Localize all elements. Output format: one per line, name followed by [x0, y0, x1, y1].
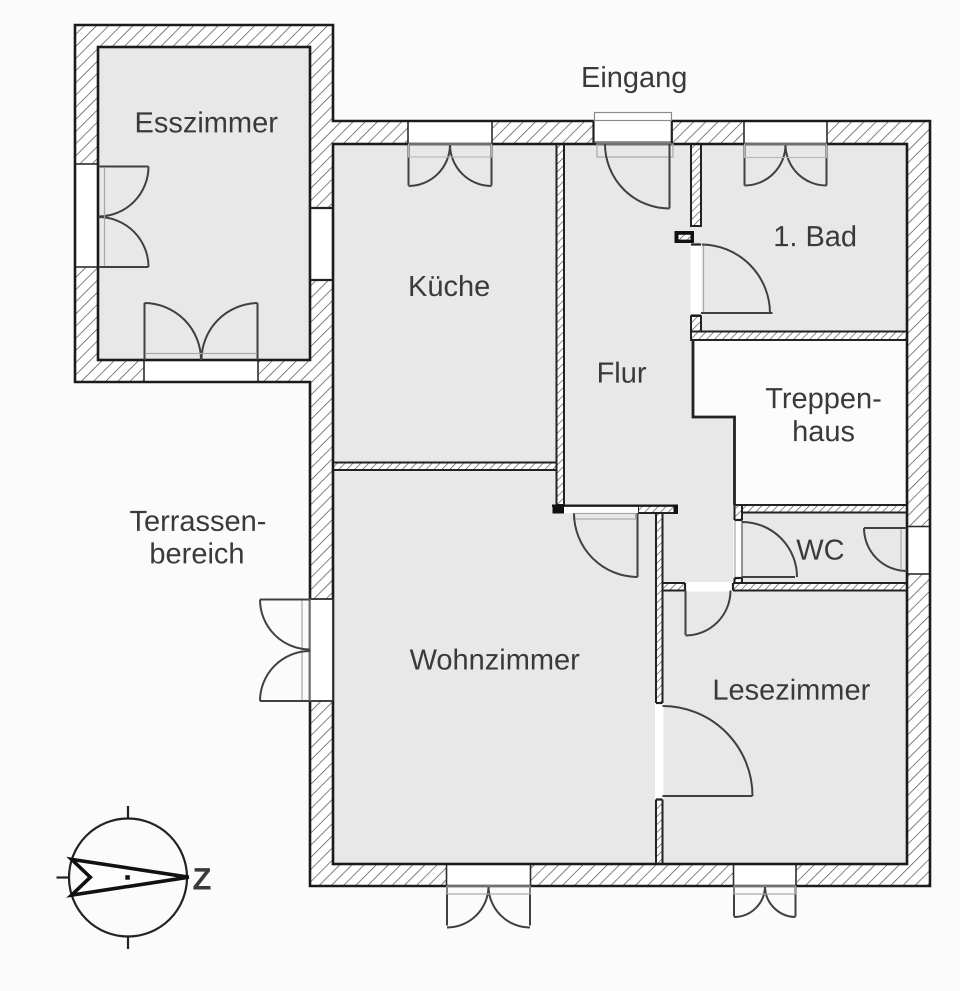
svg-text:1. Bad: 1. Bad	[773, 221, 857, 253]
svg-text:Küche: Küche	[408, 271, 490, 303]
svg-text:Terrassen-: Terrassen-	[129, 506, 266, 538]
svg-text:Esszimmer: Esszimmer	[134, 107, 278, 139]
svg-text:haus: haus	[792, 416, 855, 448]
svg-text:Flur: Flur	[597, 358, 647, 390]
svg-text:Treppen-: Treppen-	[765, 383, 882, 415]
svg-text:Z: Z	[193, 861, 212, 896]
svg-text:Lesezimmer: Lesezimmer	[712, 675, 870, 707]
svg-text:bereich: bereich	[149, 538, 244, 570]
svg-text:WC: WC	[796, 535, 844, 567]
svg-text:Wohnzimmer: Wohnzimmer	[410, 644, 581, 676]
svg-text:Eingang: Eingang	[581, 62, 687, 94]
